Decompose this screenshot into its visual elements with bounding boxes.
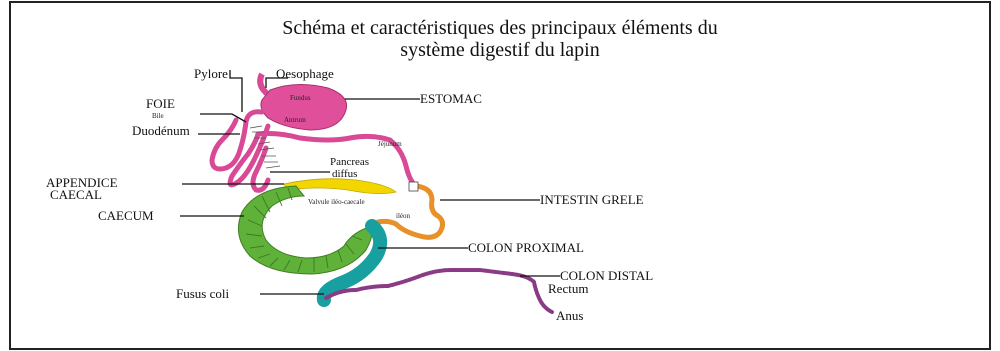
label-fusus-coli: Fusus coli xyxy=(176,286,229,301)
label-jejunum: Jéjunum xyxy=(378,140,402,148)
ileo-marker xyxy=(409,182,418,191)
label-appendice-2: CAECAL xyxy=(50,187,102,202)
label-rectum: Rectum xyxy=(548,281,588,296)
label-duodenum: Duodénum xyxy=(132,123,190,138)
label-valvule: Valvule iléo-caecale xyxy=(308,198,365,206)
label-caecum: CAECUM xyxy=(98,208,154,223)
label-pancreas-2: diffus xyxy=(332,168,357,180)
label-estomac: ESTOMAC xyxy=(420,91,482,106)
label-pylore: Pylore xyxy=(194,66,228,81)
label-pancreas-1: Pancreas xyxy=(330,156,369,168)
label-antrum: Antrum xyxy=(284,116,306,124)
title-line-1: Schéma et caractéristiques des principau… xyxy=(282,17,717,39)
label-anus: Anus xyxy=(556,308,583,323)
label-colon-proximal: COLON PROXIMAL xyxy=(468,240,584,255)
label-bile: Bile xyxy=(152,112,164,120)
label-ileon: iléon xyxy=(396,212,410,220)
label-intestin-grele: INTESTIN GRELE xyxy=(540,192,644,207)
label-oesophage: Oesophage xyxy=(276,66,334,81)
title-line-2: système digestif du lapin xyxy=(400,39,599,61)
label-foie: FOIE xyxy=(146,96,175,111)
label-fundus: Fundus xyxy=(290,94,311,102)
